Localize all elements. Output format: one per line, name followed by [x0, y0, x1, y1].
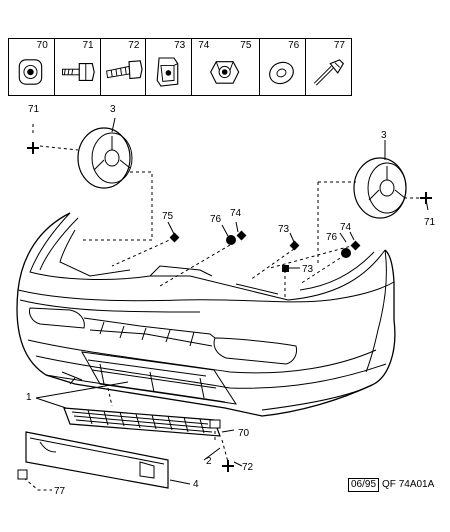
clip-nut-70-marker — [209, 419, 221, 429]
nut-74-marker-b — [350, 240, 361, 251]
clip-73-marker-b — [282, 265, 289, 272]
callout-75: 75 — [162, 211, 174, 222]
legend-number-70: 70 — [36, 40, 48, 51]
legend-cell-76: 76 — [260, 39, 307, 95]
legend-number-76: 76 — [288, 40, 300, 51]
callout-73-b: 73 — [302, 264, 314, 275]
legend-cell-72: 72 — [101, 39, 147, 95]
callout-3-right: 3 — [381, 130, 387, 141]
legend-cell-73: 73 — [146, 39, 193, 95]
solid-leaders — [35, 117, 429, 485]
washer-icon — [269, 61, 295, 85]
callout-4: 4 — [193, 479, 199, 490]
callout-72: 72 — [242, 462, 254, 473]
callout-74-a: 74 — [230, 208, 242, 219]
callout-3-left: 3 — [110, 104, 116, 115]
wheel-arch-liner-left — [77, 127, 133, 189]
drawing-code: QF 74A01A — [382, 479, 435, 490]
callout-1: 1 — [26, 392, 32, 403]
fastener-legend: 70 71 72 73 — [8, 38, 352, 96]
legend-cell-77: 77 — [306, 39, 351, 95]
legend-number-73: 73 — [174, 40, 186, 51]
callout-73-a: 73 — [278, 224, 290, 235]
washer-76-marker-b — [341, 248, 351, 258]
legend-number-72: 72 — [128, 40, 140, 51]
fastener-markers — [17, 142, 432, 480]
speed-clip-icon — [157, 57, 179, 87]
long-screw-icon — [105, 60, 143, 80]
screw-72-marker — [222, 460, 234, 472]
wheel-arch-liner-right — [353, 157, 407, 219]
drawing-date: 06/95 — [348, 478, 380, 492]
rivet-77-marker — [17, 469, 28, 480]
callout-76-a: 76 — [210, 214, 222, 225]
lower-grille — [63, 407, 221, 437]
screw-71-marker-right — [420, 192, 432, 204]
callout-70: 70 — [238, 428, 250, 439]
legend-cell-71: 71 — [55, 39, 101, 95]
legend-cell-70: 70 — [9, 39, 55, 95]
legend-number-74: 74 — [198, 40, 210, 51]
drawing-reference: 06/95 QF 74A01A — [348, 478, 434, 492]
callout-71-right: 71 — [424, 217, 436, 228]
push-rivet-icon — [314, 59, 345, 86]
legend-cell-74-75: 74 75 — [192, 39, 261, 95]
screw-71-marker-left — [27, 142, 39, 154]
clip-73-marker-a — [289, 240, 300, 251]
hex-nut-icon — [210, 61, 240, 84]
short-screw-icon — [61, 63, 95, 81]
bumper-cover — [16, 212, 396, 417]
callout-71-left: 71 — [28, 104, 40, 115]
legend-number-71: 71 — [82, 40, 94, 51]
washer-76-marker-a — [226, 235, 236, 245]
legend-number-75: 75 — [240, 40, 252, 51]
callout-2: 2 — [206, 456, 212, 467]
nut-75-marker — [169, 232, 180, 243]
callout-77: 77 — [54, 486, 66, 497]
clip-nut-icon — [18, 59, 43, 85]
callout-76-b: 76 — [326, 232, 338, 243]
nut-74-marker-a — [236, 230, 247, 241]
legend-number-77: 77 — [333, 40, 345, 51]
number-plate — [25, 431, 169, 489]
leader-lines — [23, 124, 420, 491]
callout-74-b: 74 — [340, 222, 352, 233]
